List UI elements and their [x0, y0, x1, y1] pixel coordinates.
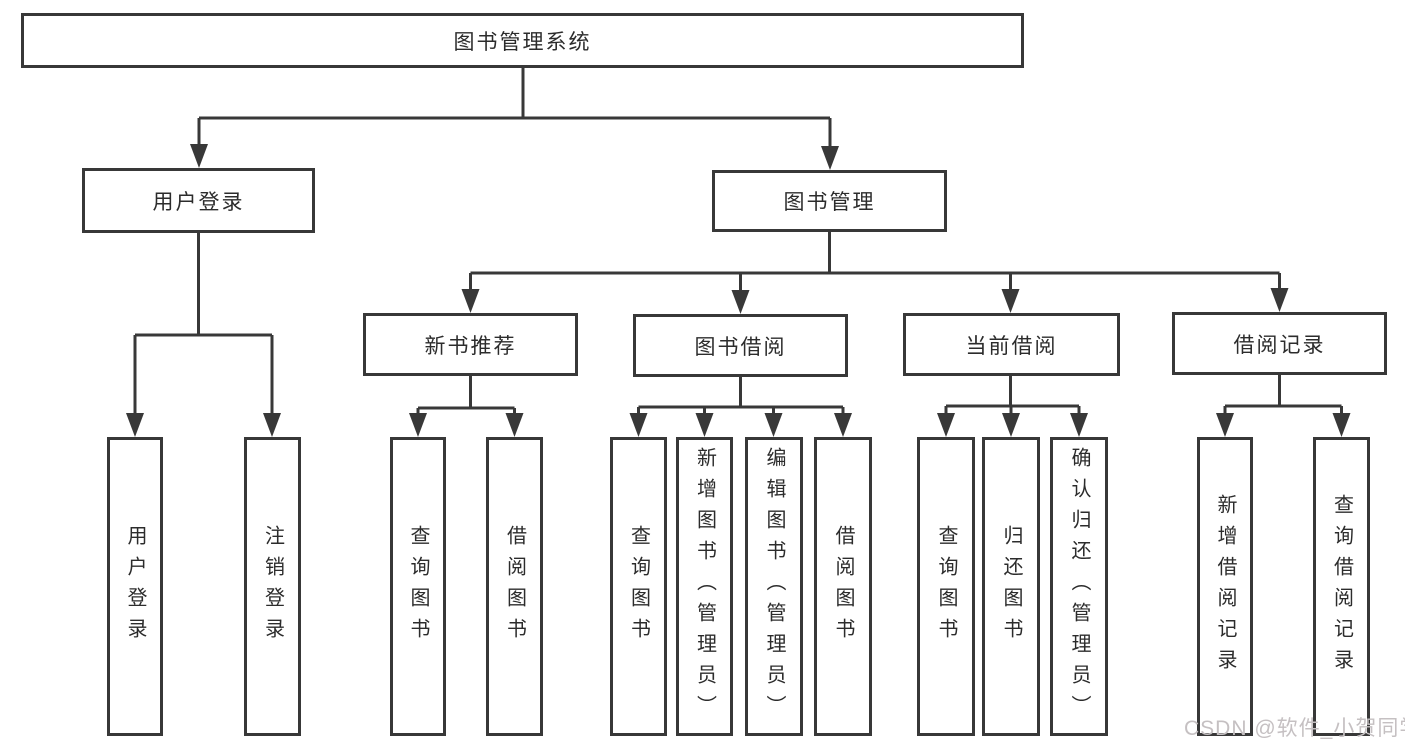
leaf-logout-label: 注销登录	[261, 524, 284, 649]
leaf-borrow-books-recommend: 借阅图书	[486, 437, 543, 736]
leaf-user-login-label: 用户登录	[124, 524, 146, 649]
node-borrowing-records-label: 借阅记录	[1233, 333, 1326, 357]
leaf-add-books-admin: 新增图书（管理员）	[676, 437, 733, 736]
leaf-query-borrow-record-label: 查询借阅记录	[1330, 493, 1353, 680]
node-book-borrowing-label: 图书借阅	[694, 335, 787, 359]
node-current-borrowing: 当前借阅	[903, 313, 1120, 376]
leaf-query-books-current: 查询图书	[917, 437, 975, 736]
leaf-query-books-recommend-label: 查询图书	[407, 524, 429, 649]
node-user-login-label: 用户登录	[152, 190, 245, 214]
leaf-confirm-return-admin-label: 确认归还（管理员）	[1068, 447, 1090, 726]
leaf-query-borrow-record: 查询借阅记录	[1313, 437, 1370, 736]
node-new-book-recommendation-label: 新书推荐	[424, 334, 517, 358]
leaf-query-books-borrowing-label: 查询图书	[627, 524, 650, 649]
leaf-query-books-borrowing: 查询图书	[610, 437, 667, 736]
leaf-return-books: 归还图书	[982, 437, 1040, 736]
leaf-borrow-books-borrowing-label: 借阅图书	[832, 524, 854, 649]
node-user-login: 用户登录	[82, 168, 315, 233]
node-book-borrowing: 图书借阅	[633, 314, 848, 377]
leaf-return-books-label: 归还图书	[1000, 524, 1022, 649]
leaf-add-books-admin-label: 新增图书（管理员）	[693, 447, 716, 726]
leaf-confirm-return-admin: 确认归还（管理员）	[1050, 437, 1108, 736]
node-borrowing-records: 借阅记录	[1172, 312, 1387, 375]
leaf-query-books-recommend: 查询图书	[390, 437, 446, 736]
csdn-watermark: CSDN @软件_小贺同学	[1184, 717, 1405, 740]
node-book-management: 图书管理	[712, 170, 947, 232]
leaf-logout: 注销登录	[244, 437, 301, 736]
leaf-add-borrow-record-label: 新增借阅记录	[1214, 493, 1236, 680]
leaf-borrow-books-recommend-label: 借阅图书	[503, 524, 526, 649]
node-library-system-label: 图书管理系统	[453, 30, 592, 54]
node-book-management-label: 图书管理	[783, 191, 876, 214]
node-current-borrowing-label: 当前借阅	[965, 334, 1058, 358]
node-new-book-recommendation: 新书推荐	[363, 313, 578, 376]
leaf-query-books-current-label: 查询图书	[935, 524, 957, 649]
leaf-edit-books-admin-label: 编辑图书（管理员）	[763, 447, 785, 726]
leaf-add-borrow-record: 新增借阅记录	[1197, 437, 1253, 736]
leaf-user-login: 用户登录	[107, 437, 163, 736]
node-library-system: 图书管理系统	[21, 13, 1024, 68]
leaf-edit-books-admin: 编辑图书（管理员）	[745, 437, 803, 736]
leaf-borrow-books-borrowing: 借阅图书	[814, 437, 872, 736]
